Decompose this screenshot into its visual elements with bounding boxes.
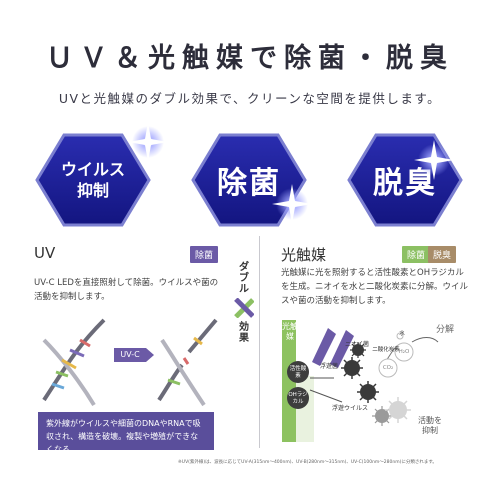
sparkle-icons — [128, 122, 454, 224]
water-drop-icon — [396, 332, 404, 340]
uvc-arrow-icon — [114, 348, 154, 362]
photocatalyst-panel-label: 光触媒 — [282, 322, 298, 341]
floating-virus-icon — [372, 406, 392, 426]
photocatalyst-heading: 光触媒 — [281, 246, 327, 264]
suppress-label-1: 活動を — [418, 416, 442, 425]
page-subtitle: UVと光触媒のダブル効果で、クリーンな空間を提供します。 — [58, 91, 442, 106]
h2o-bubble-icon — [394, 342, 414, 362]
dna-strand-broken-icon — [157, 318, 218, 407]
section-divider — [259, 236, 260, 448]
cross-icon — [234, 298, 254, 318]
uva-beam-icon — [330, 330, 354, 368]
odor-bacteria-icon — [350, 342, 366, 358]
uvc-arrow-label: UV-C — [120, 350, 140, 359]
footnote: ※UV(紫外線)は、波長に応じてUV-A(315nm〜400nm)、UV-B(2… — [178, 460, 437, 465]
uva-beam-icon — [312, 328, 336, 366]
co2-caption: 二酸化炭素 — [372, 347, 400, 353]
hexagon-label: 除菌 — [217, 166, 281, 201]
virus-icon — [357, 381, 379, 403]
sparkle-icon — [272, 184, 312, 224]
oh-radical-label: OHラジカル — [288, 392, 308, 405]
floating-bacteria-label: 浮遊菌 — [319, 363, 338, 370]
hexagon-label-line2: 抑制 — [76, 181, 109, 200]
double-char: ブ — [239, 273, 249, 284]
suppress-label-2: 抑制 — [422, 426, 438, 435]
page-title: ＵＶ＆光触媒で除菌・脱臭 — [46, 43, 454, 74]
water-caption: 水 — [399, 331, 405, 337]
active-oxygen-label: 活性酸素 — [289, 366, 307, 379]
co2-bubble-icon — [378, 358, 398, 378]
active-oxygen-icon — [287, 361, 309, 383]
decayed-virus-icon — [385, 397, 411, 423]
double-char: 効 — [239, 322, 249, 333]
photocatalyst-tag-deodorization: 脱臭 — [428, 246, 457, 263]
co2-formula: CO₂ — [382, 365, 394, 371]
bacteria-icon — [341, 357, 363, 379]
photocatalyst-tag-sterilization: 除菌 — [402, 246, 431, 263]
hexagon-virus-suppression: ウイルス 抑制 — [34, 132, 152, 228]
sparkle-icon — [414, 140, 454, 180]
water-formula: H₂O — [398, 349, 410, 355]
hexagon-label-line1: ウイルス — [60, 160, 125, 179]
sparkle-icon — [128, 122, 168, 162]
dna-illustration — [42, 318, 218, 407]
uv-heading: UV — [34, 244, 56, 262]
double-char: ル — [239, 284, 249, 295]
photocatalyst-diagram — [282, 320, 439, 442]
uv-tag-sterilization: 除菌 — [190, 246, 219, 263]
decompose-arrow-icon — [411, 337, 439, 343]
oh-radical-icon — [287, 387, 309, 409]
odor-label: ニオイ菌 — [344, 341, 369, 348]
photocatalyst-description: 光触媒に光を照射すると活性酸素とOHラジカルを生成。ニオイを水と二酸化炭素に分解… — [281, 268, 469, 306]
double-effect-label: ダ ブ ル 効 果 — [230, 262, 258, 362]
dna-strand-intact-icon — [42, 318, 106, 407]
uv-description: UV-C LEDを直接照射して除菌。ウイルスや菌の活動を抑制します。 — [34, 278, 219, 302]
feature-hexagons: ウイルス 抑制 除菌 脱臭 — [0, 122, 500, 232]
double-char: ダ — [239, 262, 249, 273]
decompose-label: 分解 — [435, 325, 454, 335]
floating-virus-label: 浮遊ウイルス — [331, 405, 368, 412]
uv-explanation-box: 紫外線がウイルスや細菌のDNAやRNAで吸収され、構造を破壊。複製や増殖ができな… — [38, 412, 214, 454]
double-char: 果 — [239, 333, 249, 344]
